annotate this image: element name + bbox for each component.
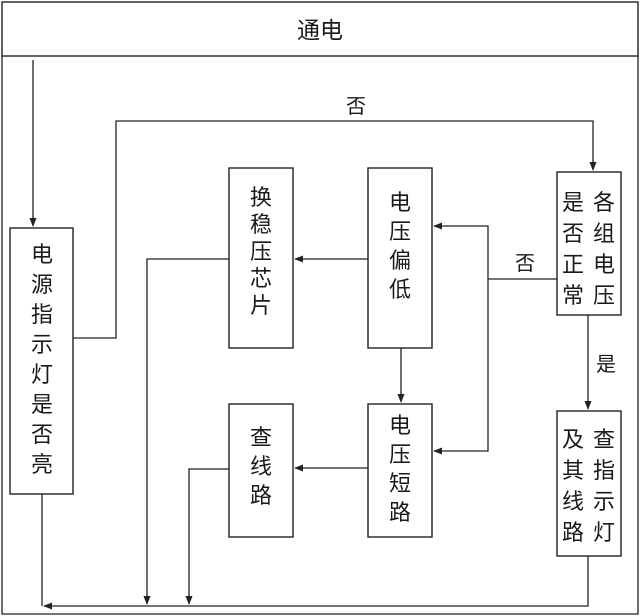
voltage-low-label: 电压偏低	[389, 191, 411, 303]
edge-checkline-to-bottom	[185, 468, 229, 605]
indicator-light-box	[9, 227, 74, 495]
edge-group-to-low	[433, 222, 557, 280]
edge-return-bottom	[43, 556, 589, 610]
edge-label-no-middle: 否	[515, 251, 535, 275]
edge-group-to-short	[433, 279, 489, 455]
group-voltage-label: 各组电压是否正常	[562, 191, 615, 309]
check-line-box	[228, 403, 294, 538]
edge-indicator-to-group	[73, 120, 597, 339]
voltage-short-box	[367, 403, 433, 538]
power-on-label: 通电	[297, 18, 343, 44]
power-on-box	[1, 1, 639, 57]
edge-label-no-top: 否	[346, 94, 366, 118]
edge-label-yes: 是	[596, 352, 616, 376]
voltage-low-box	[367, 167, 433, 349]
edge-regulator-to-bottom	[143, 258, 229, 605]
voltage-short-label: 电压短路	[389, 414, 411, 526]
replace-regulator-label: 换稳压芯片	[250, 186, 272, 319]
check-indicator-label: 查指示灯及其线路	[562, 428, 615, 546]
outer-frame	[1, 56, 639, 615]
replace-regulator-box	[228, 167, 294, 349]
indicator-light-label: 电源指示灯是否亮	[31, 243, 53, 478]
check-line-label: 查线路	[250, 426, 272, 509]
check-indicator-box	[556, 410, 622, 557]
group-voltage-box	[556, 171, 622, 316]
